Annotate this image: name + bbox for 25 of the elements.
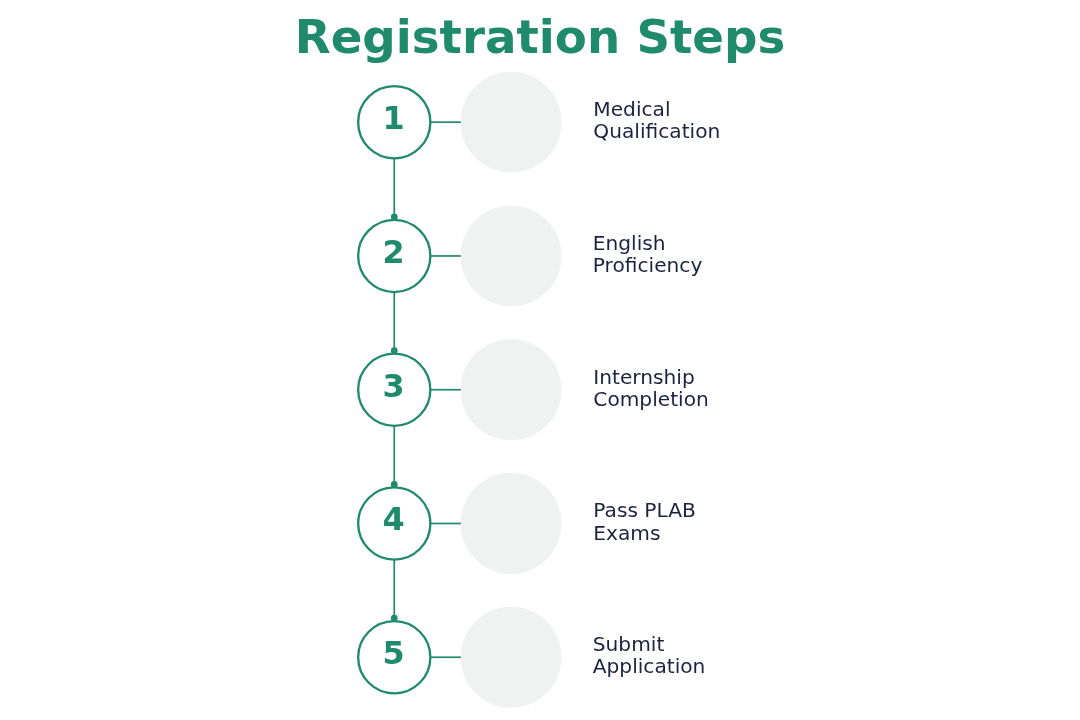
node-circle: 5 (356, 620, 432, 695)
connector (429, 656, 462, 659)
node-label: Medical Qualification (592, 97, 720, 144)
node-circle (460, 71, 561, 173)
node-label: Submit Application (592, 632, 705, 679)
diagram-title: Registration Steps (294, 10, 785, 65)
connector (390, 425, 398, 488)
connector (429, 522, 462, 525)
connector (390, 291, 398, 355)
node-circle (460, 473, 561, 574)
node-circle (460, 339, 561, 441)
connector (429, 121, 462, 124)
node-label: Pass PLAB Exams (592, 498, 696, 545)
node-circle: 3 (356, 352, 432, 427)
connector (390, 157, 398, 221)
node-label: English Proficiency (592, 230, 702, 278)
connector (429, 255, 462, 257)
node-circle: 4 (356, 486, 432, 561)
node-circle: 2 (356, 218, 432, 294)
node-circle: 1 (356, 84, 432, 160)
connector (390, 559, 398, 622)
node-circle (460, 606, 561, 708)
node-circle (460, 205, 561, 307)
node-label: Internship Completion (592, 364, 709, 411)
connector (429, 388, 462, 391)
